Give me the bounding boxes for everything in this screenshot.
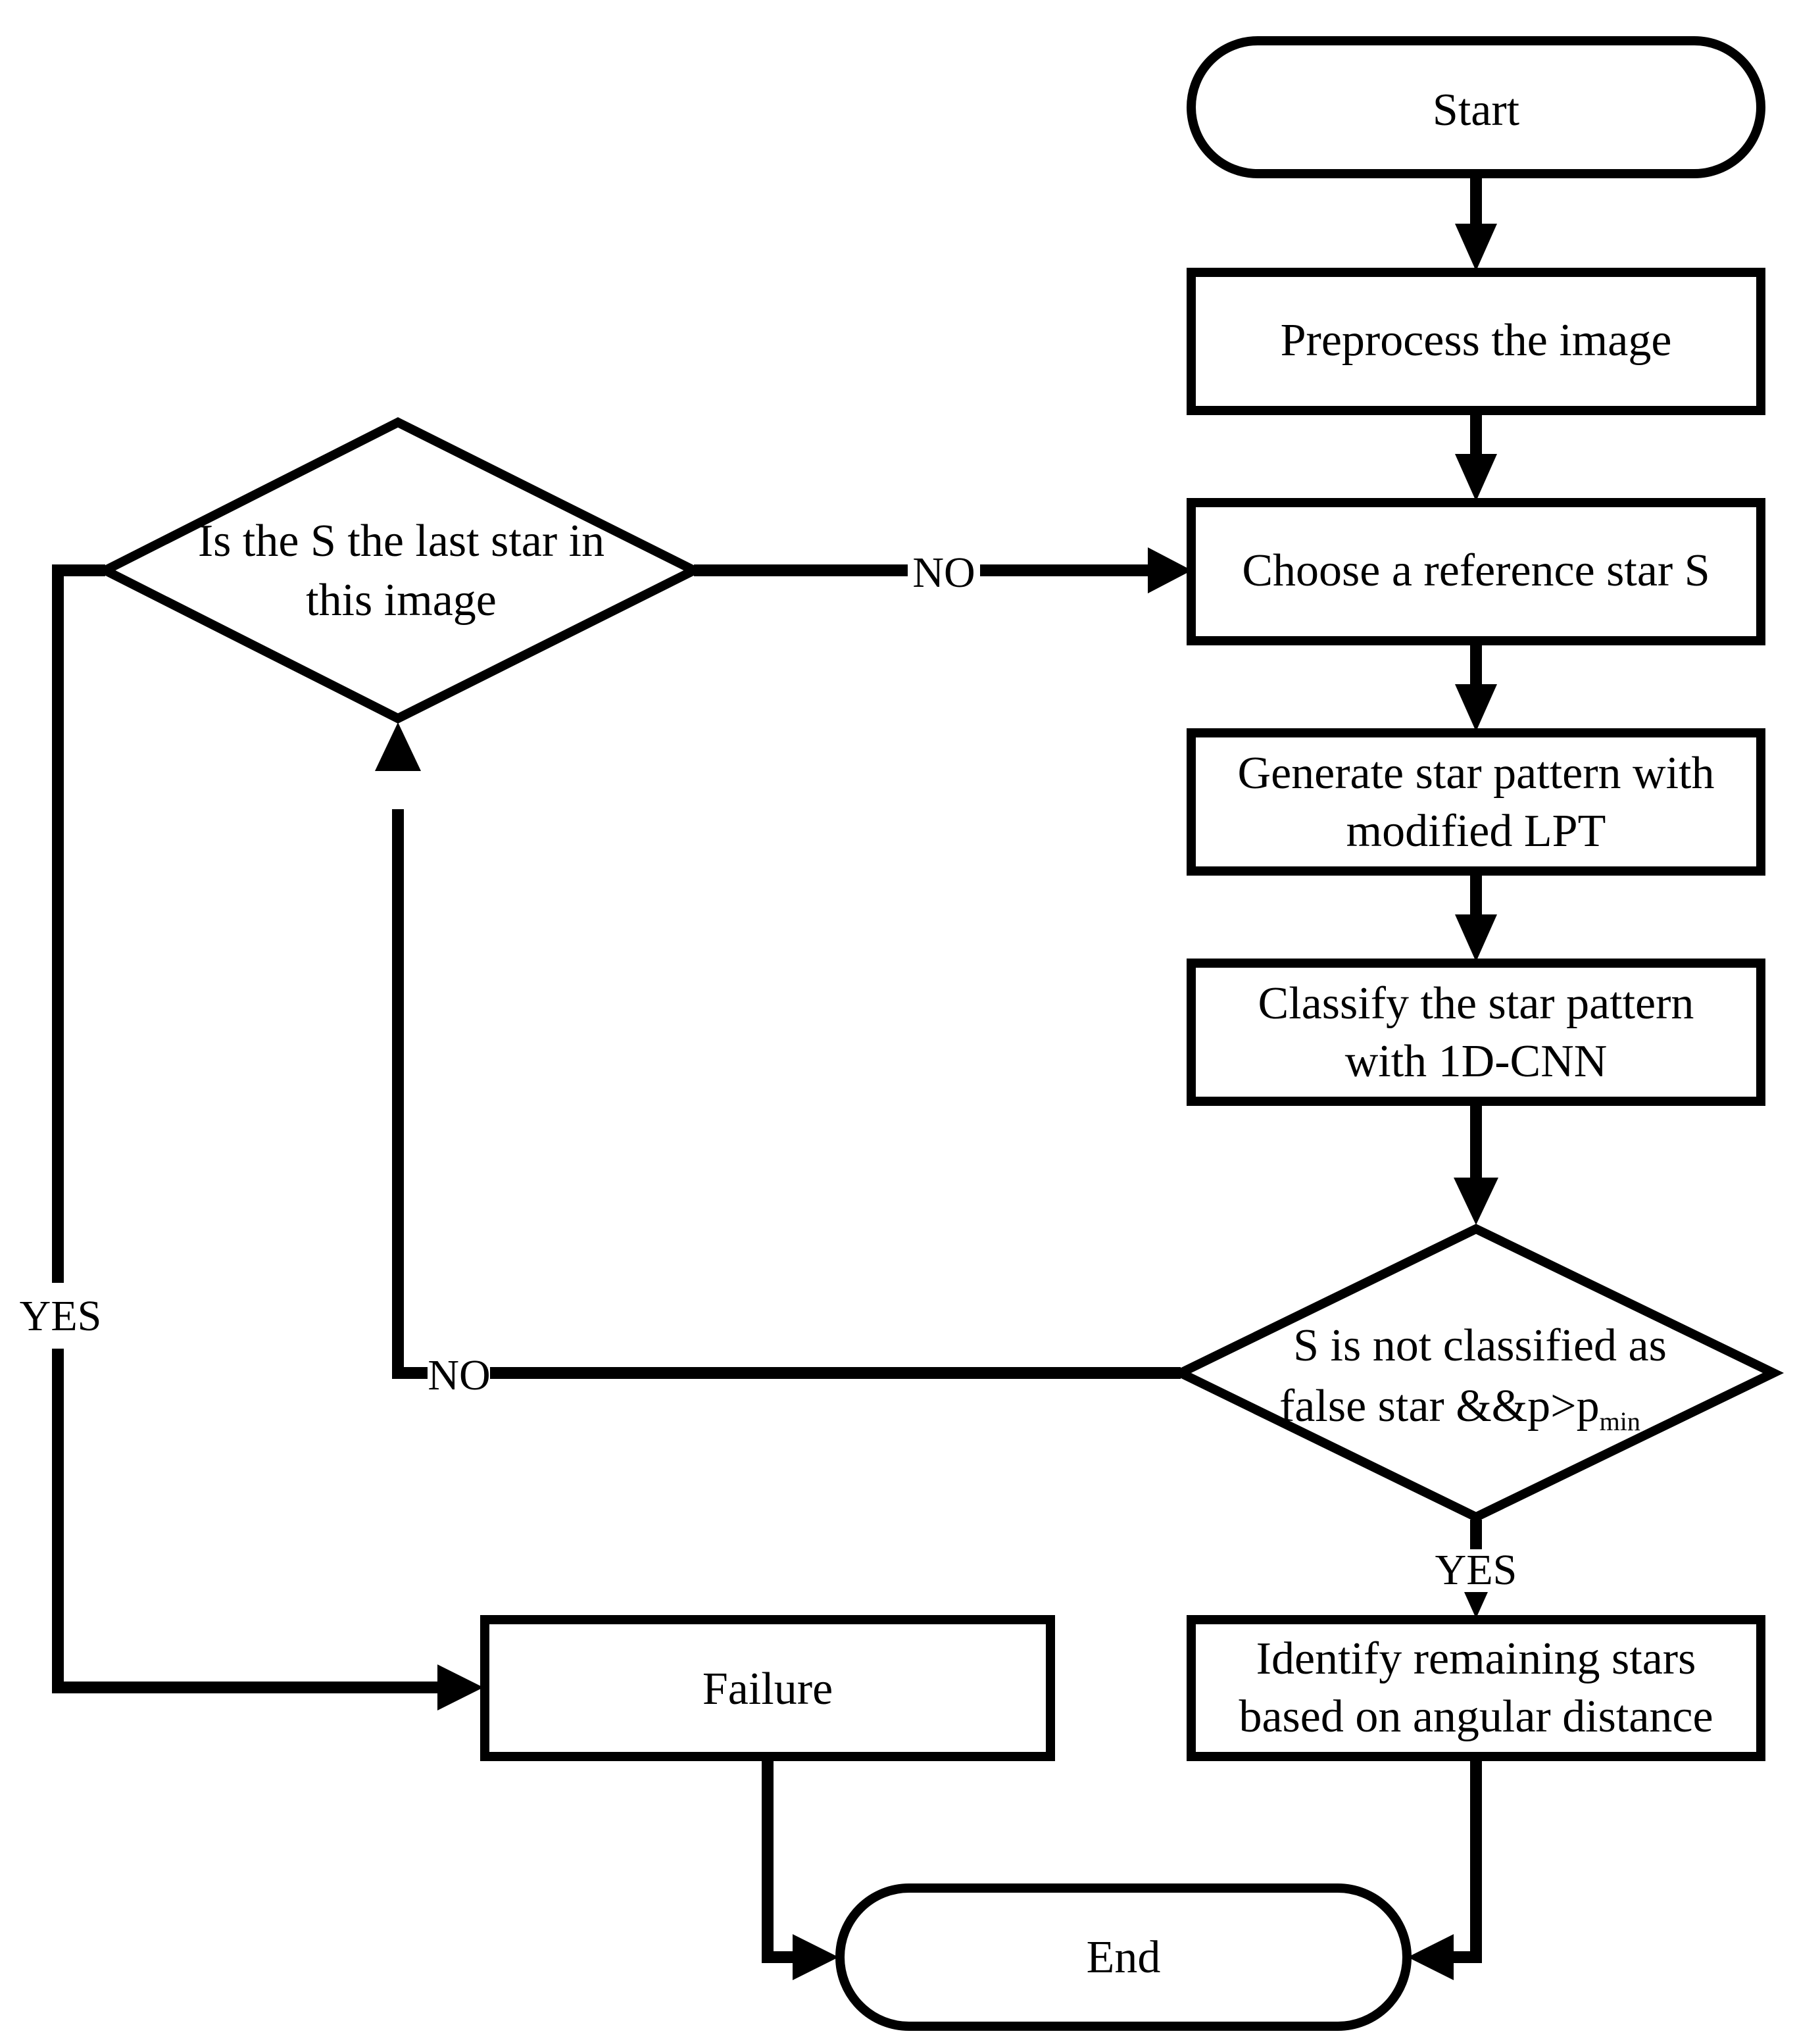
edge-labels: NO NO YES YES [20,549,1517,1594]
arrowhead-into-last-decision [375,722,421,771]
preprocess-box: Preprocess the image [1187,268,1765,415]
failure-box: Failure [480,1615,1055,1761]
last-star-decision-line1: Is the S the last star in [198,516,604,566]
arrowhead-into-choose-from-no [1148,547,1192,593]
choose-reference-label: Choose a reference star S [1242,545,1710,596]
generate-pattern-label-line1: Generate star pattern with [1238,748,1715,799]
identify-remaining-box: Identify remaining stars based on angula… [1187,1615,1765,1761]
edge-last-yes-to-failure [52,564,105,1283]
arrowhead-into-classify [1455,914,1497,962]
arrowhead-into-identify [1464,1592,1488,1618]
arrowheads [375,224,1498,1980]
classify-pattern-label-line2: with 1D-CNN [1345,1036,1608,1087]
arrowhead-into-end-left [793,1934,839,1980]
edge-decision-no-to-last-2 [392,809,428,1379]
choose-reference-box: Choose a reference star S [1187,498,1765,645]
arrowhead-into-decision [1454,1178,1498,1225]
end-label: End [1087,1932,1161,1983]
start-label: Start [1433,85,1520,136]
arrowhead-into-preprocess [1455,224,1497,271]
connectors [52,178,1482,1963]
classify-pattern-box: Classify the star pattern with 1D-CNN [1187,959,1765,1106]
preprocess-label: Preprocess the image [1281,315,1672,366]
edge-label-classified-yes: YES [1435,1546,1517,1594]
edge-label-classified-no: NO [428,1351,490,1399]
identify-remaining-label-line1: Identify remaining stars [1256,1633,1696,1684]
arrowhead-into-failure [437,1664,483,1710]
failure-label: Failure [702,1664,833,1714]
arrowhead-into-generate [1455,684,1497,732]
classification-decision-line2: false star &&p>pmin [1279,1381,1640,1436]
generate-pattern-label-line2: modified LPT [1346,806,1606,857]
edge-identify-to-end [1454,1757,1482,1963]
classification-decision-line1: S is not classified as [1293,1320,1667,1371]
classify-pattern-label-line1: Classify the star pattern [1258,978,1694,1029]
start-terminal: Start [1187,36,1765,178]
generate-pattern-box: Generate star pattern with modified LPT [1187,728,1765,876]
edge-failure-to-end [762,1757,793,1963]
end-terminal: End [835,1883,1412,2031]
edge-last-yes-to-failure-2 [52,1349,437,1693]
arrowhead-into-end-right [1408,1934,1454,1980]
classification-decision: S is not classified as false star &&p>pm… [1170,1224,1785,1522]
last-star-decision: Is the S the last star in this image [95,417,704,724]
identify-remaining-label-line2: based on angular distance [1239,1691,1713,1742]
edge-label-last-no: NO [912,549,975,597]
edge-label-last-yes: YES [20,1292,102,1340]
arrowhead-into-choose [1455,454,1497,501]
last-star-decision-line2: this image [306,575,497,626]
